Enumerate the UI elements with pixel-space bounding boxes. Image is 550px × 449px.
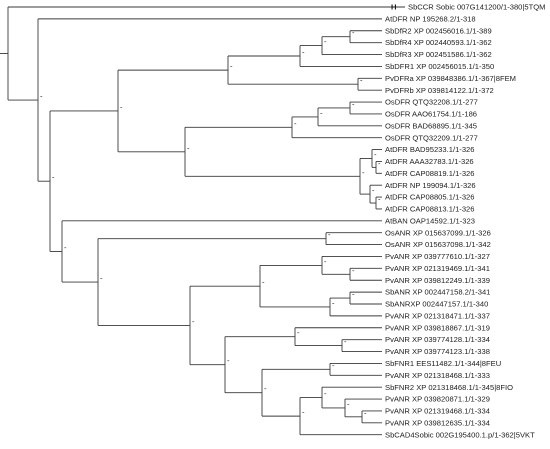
leaf-label: SbDfR3 XP 002451586.1/1-362 bbox=[385, 50, 492, 59]
leaf-label: PvANR XP 021318468.1/1-333 bbox=[385, 371, 490, 380]
leaf-label: AtDFR CAP08813.1/1-326 bbox=[385, 205, 475, 214]
leaf-label: OsDFR BAD68895.1/1-345 bbox=[385, 121, 477, 130]
leaf-label: SbDFR1 XP 002456015.1/1-350 bbox=[385, 62, 494, 71]
node-support-mark: - bbox=[378, 159, 381, 168]
node-support-mark: - bbox=[374, 150, 377, 159]
node-support-mark: - bbox=[100, 274, 103, 283]
leaf-label: AtDFR CAP08819.1/1-326 bbox=[385, 169, 475, 178]
node-support-mark: - bbox=[294, 119, 297, 128]
outgroup-tag: H bbox=[391, 3, 396, 12]
leaf-label: SbFNR2 XP 021318468.1/1-345|8FIO bbox=[385, 383, 513, 392]
node-support-mark: - bbox=[297, 328, 300, 337]
leaf-label: OsANR XP 015637098.1/1-342 bbox=[385, 240, 491, 249]
node-support-mark: - bbox=[262, 278, 265, 287]
node-support-mark: - bbox=[344, 337, 347, 346]
leaf-label: PvDFRa XP 039848386.1/1-367|8FEM bbox=[385, 74, 516, 83]
leaf-label: SbCCR Sobic 007G141200/1-380|5TQM bbox=[408, 3, 545, 12]
leaf-label: PvANR XP 039774123.1/1-338 bbox=[385, 347, 490, 356]
node-support-mark: - bbox=[40, 92, 43, 101]
leaf-label: PvANR XP 039818867.1/1-319 bbox=[385, 323, 490, 332]
leaf-label: SbANRXP 002447157.1/1-340 bbox=[385, 300, 488, 309]
tree-branches bbox=[0, 6, 405, 436]
node-support-mark: - bbox=[362, 168, 365, 177]
leaf-label: SbFNR1 EES11482.1/1-344|8FEU bbox=[385, 359, 501, 368]
leaf-label: PvDFRb XP 039814122.1/1-372 bbox=[385, 86, 494, 95]
node-support-mark: - bbox=[64, 243, 67, 252]
leaf-label: OsDFR QTQ32209.1/1-277 bbox=[385, 133, 478, 142]
leaf-label: PvANR XP 039777610.1/1-327 bbox=[385, 252, 490, 261]
node-support-mark: - bbox=[378, 195, 381, 204]
node-support-mark: - bbox=[324, 257, 327, 266]
leaf-label: OsDFR QTQ32208.1/1-277 bbox=[385, 98, 478, 107]
node-support-mark: - bbox=[230, 62, 233, 71]
leaf-label: AtDFR AAA32783.1/1-326 bbox=[385, 157, 474, 166]
leaf-label: PvANR XP 039820871.1/1-329 bbox=[385, 395, 490, 404]
leaf-label: PvANR XP 039812635.1/1-334 bbox=[385, 418, 490, 427]
leaf-label: AtDFR NP 195268.2/1-318 bbox=[385, 14, 476, 23]
node-support-mark: - bbox=[187, 143, 190, 152]
leaf-label: SbDfR2 XP 002456016.1/1-389 bbox=[385, 26, 492, 35]
node-support-mark: - bbox=[302, 408, 305, 417]
leaf-label: PvANR XP 021319468.1/1-334 bbox=[385, 407, 490, 416]
leaf-label: PvANR XP 021318471.1/1-337 bbox=[385, 311, 490, 320]
node-support-mark: - bbox=[372, 186, 375, 195]
leaf-label: OsDFR AAO61754.1/1-186 bbox=[385, 110, 477, 119]
leaf-labels: SbCCR Sobic 007G141200/1-380|5TQM AtDFR N… bbox=[385, 3, 545, 440]
node-support-mark: - bbox=[302, 48, 305, 57]
leaf-label: AtBAN OAP14592.1/1-323 bbox=[385, 216, 475, 225]
node-support-mark: - bbox=[352, 266, 355, 275]
leaf-label: SbDfR4 XP 002440593.1/1-362 bbox=[385, 38, 492, 47]
leaf-label: OsANR XP 015637099.1/1-326 bbox=[385, 228, 491, 237]
node-support-mark: - bbox=[320, 108, 323, 117]
node-support-mark: - bbox=[352, 99, 355, 108]
leaf-label: PvANR XP 039812249.1/1-339 bbox=[385, 276, 490, 285]
leaf-label: SbCAD4Sobic 002G195400.1.p/1-362|5VKT bbox=[385, 430, 535, 439]
node-support-mark: - bbox=[352, 28, 355, 37]
leaf-label: AtDFR CAP08805.1/1-326 bbox=[385, 193, 475, 202]
node-support-mark: - bbox=[328, 230, 331, 239]
node-support-mark: - bbox=[332, 361, 335, 370]
leaf-label: AtDFR BAD95233.1/1-326 bbox=[385, 145, 475, 154]
leaf-label: PvANR XP 021319469.1/1-341 bbox=[385, 264, 490, 273]
node-support-mark: - bbox=[352, 290, 355, 299]
leaf-label: AtDFR NP 199094.1/1-326 bbox=[385, 181, 476, 190]
node-support-mark: - bbox=[324, 37, 327, 46]
node-support-mark: - bbox=[332, 298, 335, 307]
node-support-mark: - bbox=[120, 102, 123, 111]
node-support-mark: - bbox=[347, 399, 350, 408]
node-support-mark: - bbox=[227, 356, 230, 365]
node-support-mark: - bbox=[52, 173, 55, 182]
leaf-label: SbANR XP 002447158.2/1-341 bbox=[385, 288, 490, 297]
node-support-mark: - bbox=[324, 389, 327, 398]
leaf-label: PvANR XP 039774128.1/1-334 bbox=[385, 335, 490, 344]
node-support-mark: - bbox=[360, 76, 363, 85]
node-support-marks: ----------------------------------- bbox=[40, 28, 381, 417]
node-support-mark: - bbox=[192, 317, 195, 326]
node-support-mark: - bbox=[264, 384, 267, 393]
node-support-mark: - bbox=[364, 408, 367, 417]
